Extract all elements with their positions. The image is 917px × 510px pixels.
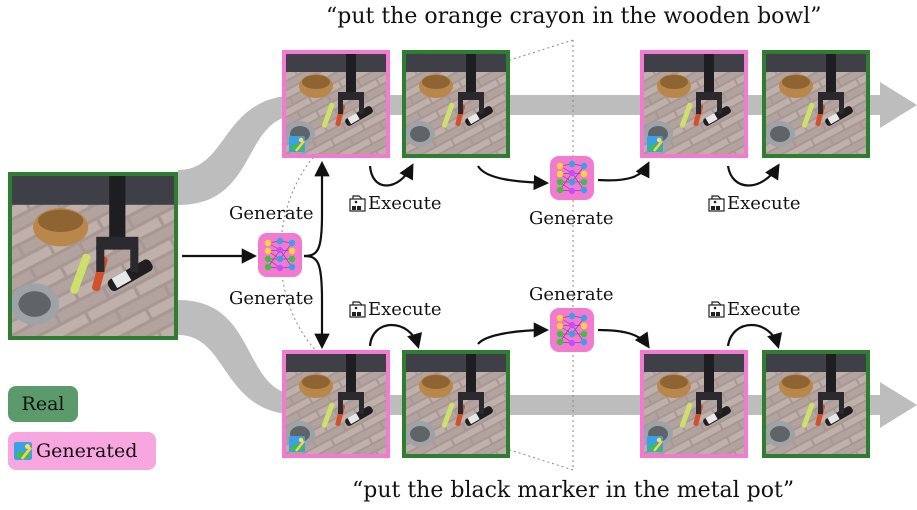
robot-arm-icon [349,195,366,212]
top-instruction: “put the orange crayon in the wooden bow… [326,4,822,29]
robot-arm-icon [708,195,725,212]
top-frame-3-generated [640,50,748,158]
neural-network-icon [549,155,595,201]
legend-real-label: Real [21,393,65,415]
generate-label: Generate [529,208,614,229]
execute-label: Execute [368,299,442,320]
generated-image-icon [647,436,663,452]
execute-label: Execute [727,299,801,320]
bottom-frame-4-real [762,350,870,458]
neural-network-icon [549,307,595,353]
generated-image-icon [289,436,305,452]
flow-arrows [182,160,783,350]
generate-label: Generate [229,288,314,309]
execute-label: Execute [368,193,442,214]
bottom-instruction: “put the black marker in the metal pot” [352,478,795,503]
top-frame-2-real [402,50,510,158]
generated-image-icon [14,442,32,460]
execute-label: Execute [727,193,801,214]
top-frame-4-real [762,50,870,158]
neural-network-icon [257,232,303,278]
top-frame-1-generated [282,50,390,158]
generate-label: Generate [229,203,314,224]
robot-arm-icon [349,301,366,318]
robot-arm-icon [708,301,725,318]
initial-real-image [8,172,178,340]
legend-real: Real [8,386,78,422]
bottom-frame-1-generated [282,350,390,458]
generate-label: Generate [529,284,614,305]
bottom-frame-3-generated [640,350,748,458]
generated-image-icon [289,136,305,152]
bottom-frame-2-real [402,350,510,458]
legend-generated-label: Generated [36,440,138,462]
legend-generated: Generated [8,432,156,470]
generated-image-icon [647,136,663,152]
